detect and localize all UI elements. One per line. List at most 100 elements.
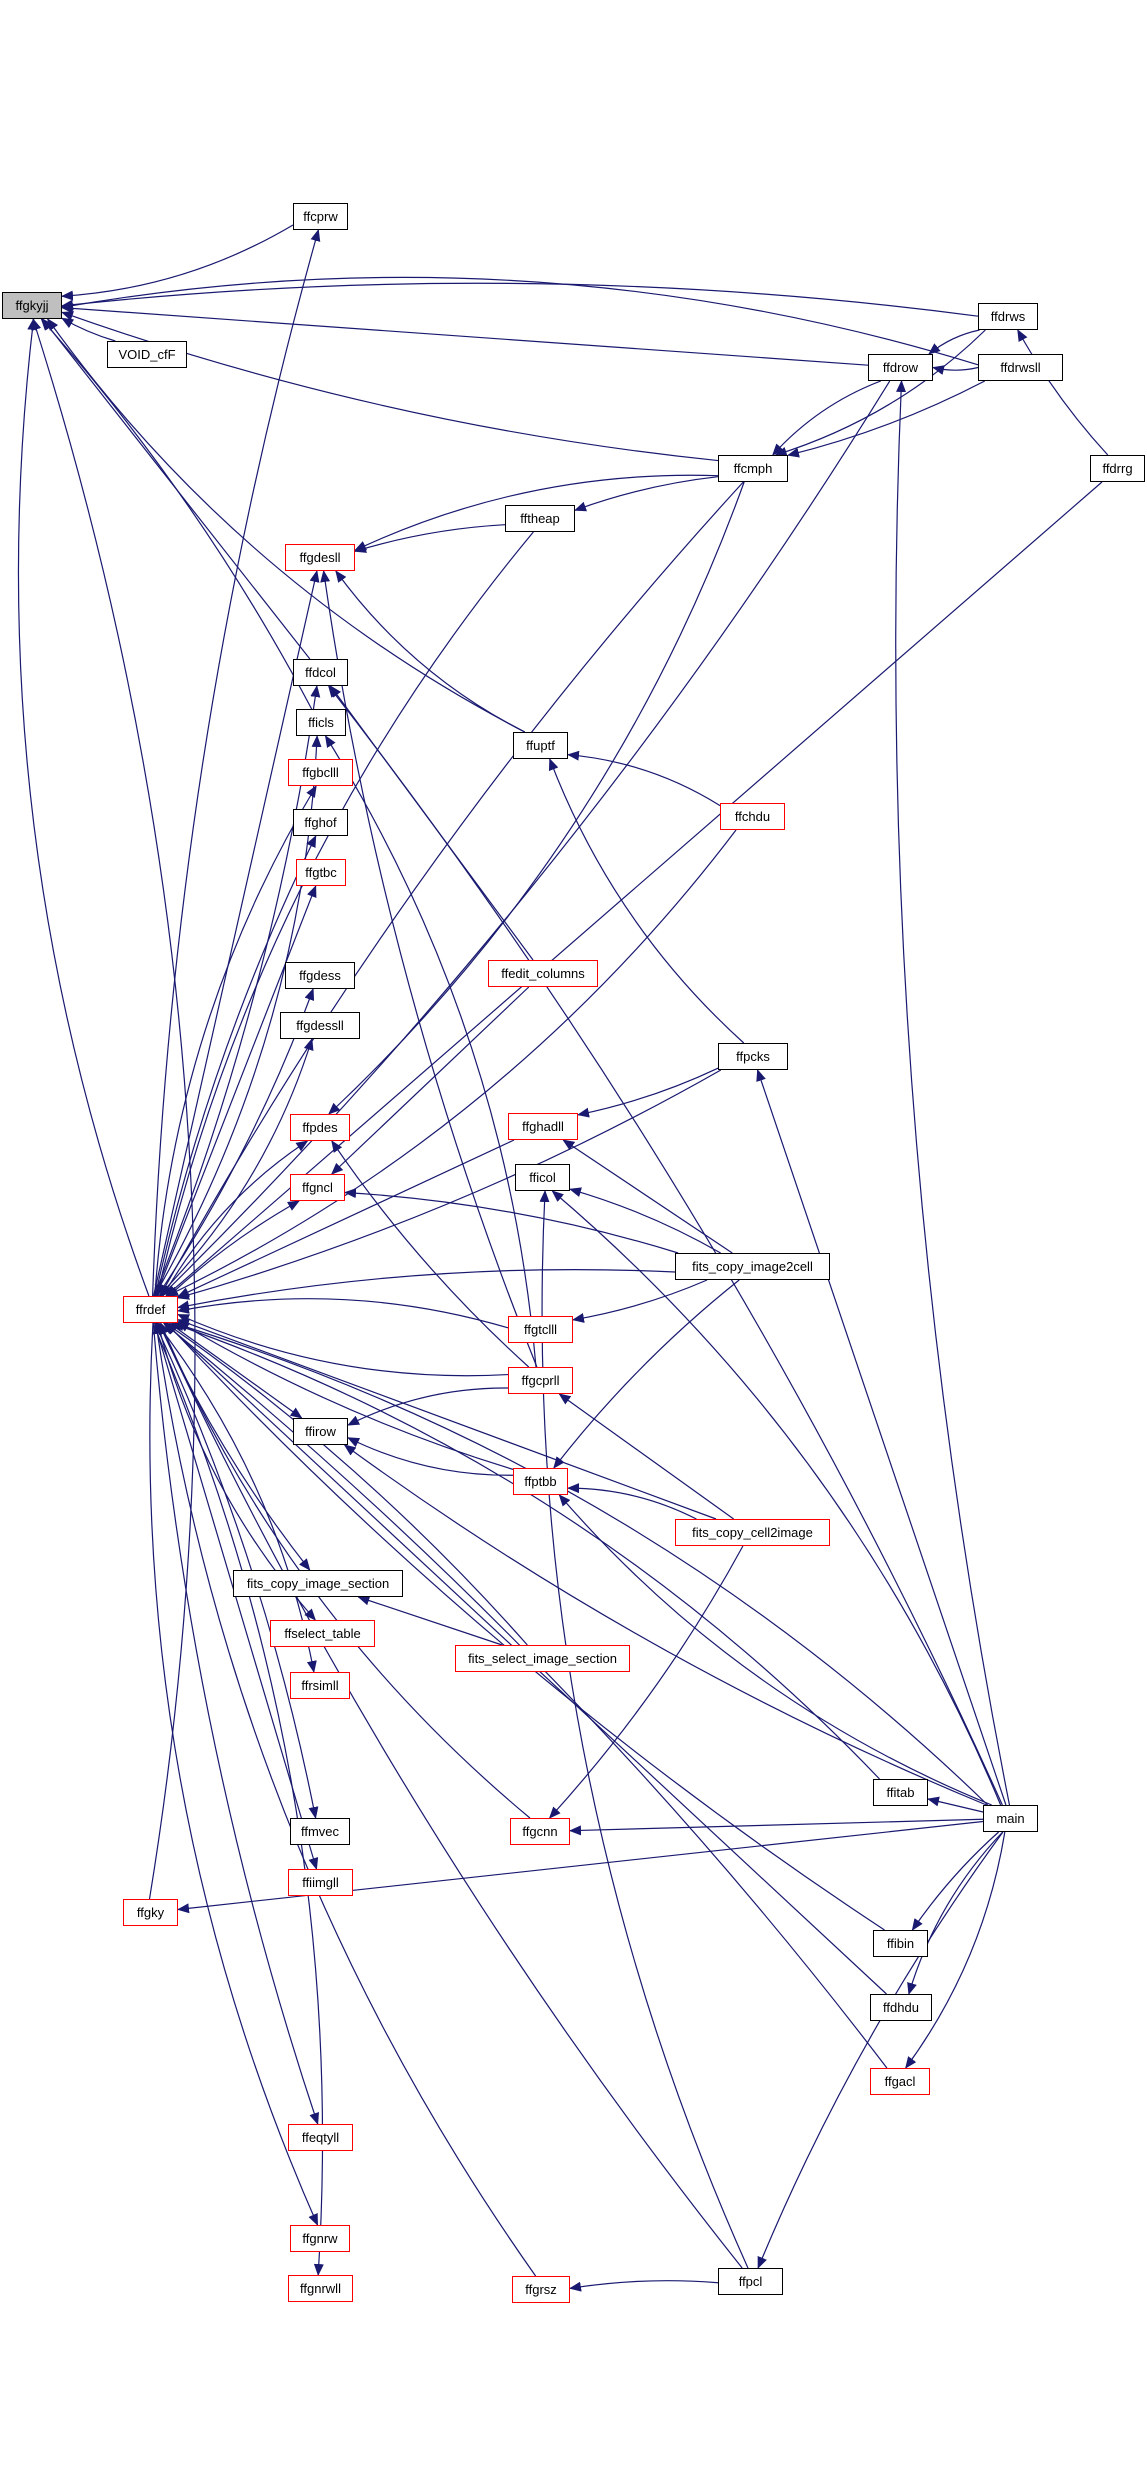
edge-ffrdef-to-ffghof <box>154 835 317 1297</box>
node-ffgacl[interactable]: ffgacl <box>870 2068 930 2095</box>
edge-ffrdef-to-ffgbclll <box>154 785 317 1297</box>
node-ffdrws[interactable]: ffdrws <box>978 303 1038 330</box>
node-fits-copy-image2cell[interactable]: fits_copy_image2cell <box>675 1253 830 1280</box>
edge-ffdrow-to-ffgkyjj <box>61 303 869 366</box>
node-ffchdu[interactable]: ffchdu <box>720 803 785 830</box>
edge-main-to-ffgcnn <box>569 1818 984 1836</box>
node-ffptbb[interactable]: ffptbb <box>513 1468 568 1495</box>
node-ffgcprll[interactable]: ffgcprll <box>508 1367 573 1394</box>
node-fficol[interactable]: fficol <box>515 1164 570 1191</box>
edge-main-to-ffdcol <box>328 685 1003 1806</box>
edge-ffdrow-to-ffcmph <box>772 380 881 456</box>
edge-ffrdef-to-ffmvec <box>154 1322 319 1819</box>
edge-ffdrwsll-to-ffdrow <box>932 365 979 375</box>
edge-fits-copy-image2cell-to-ffgtclll <box>572 1279 708 1323</box>
edge-ffgcprll-to-ffrdef <box>177 1313 509 1377</box>
node-ffgdesll[interactable]: ffgdesll <box>285 544 355 571</box>
edge-main-to-ffibin <box>911 1831 1000 1931</box>
edge-ffpcl-to-ffgrsz <box>569 2280 719 2292</box>
edge-ffgky-to-ffgkyjj <box>31 318 196 1900</box>
edge-ffgrsz-to-ffrdef <box>152 1322 537 2277</box>
node-ffpdes[interactable]: ffpdes <box>290 1114 350 1141</box>
edge-ffgcprll-to-ffpdes <box>331 1140 530 1368</box>
edge-ffcmph-to-ffgdesll <box>354 474 719 551</box>
edge-ffpcks-to-ffghadll <box>577 1067 719 1118</box>
edge-fits-copy-image2cell-to-fficol <box>569 1187 721 1254</box>
node-ffcmph[interactable]: ffcmph <box>718 455 788 482</box>
node-ffdrow[interactable]: ffdrow <box>868 354 933 381</box>
node-ffselect-table[interactable]: ffselect_table <box>270 1620 375 1647</box>
node-ffcprw[interactable]: ffcprw <box>293 203 348 230</box>
edge-ffedit-columns-to-ffgncl <box>330 986 530 1175</box>
edge-ffrdef-to-ffcprw <box>152 229 321 1297</box>
node-ffitab[interactable]: ffitab <box>873 1779 928 1806</box>
edge-ffgcprll-to-ffgdesll <box>320 570 538 1368</box>
node-ffibin[interactable]: ffibin <box>873 1930 928 1957</box>
node-ffgncl[interactable]: ffgncl <box>290 1174 345 1201</box>
node-ffdrwsll[interactable]: ffdrwsll <box>978 354 1063 381</box>
node-ffrsimll[interactable]: ffrsimll <box>290 1672 350 1699</box>
edge-main-to-ffgky <box>177 1820 984 1914</box>
node-ffgdess[interactable]: ffgdess <box>285 962 355 989</box>
edge-fits-copy-cell2image-to-ffgcnn <box>548 1545 744 1819</box>
edge-ffuptf-to-ffgdesll <box>335 570 525 733</box>
node-fits-copy-image-section[interactable]: fits_copy_image_section <box>233 1570 403 1597</box>
edge-ffdrws-to-ffgkyjj <box>61 282 979 317</box>
edge-ffrdef-to-ffgdessll <box>158 1038 314 1297</box>
node-ffgky[interactable]: ffgky <box>123 1899 178 1926</box>
edge-layer <box>17 224 1109 2292</box>
edge-ffpcl-to-fficol <box>539 1190 749 2269</box>
node-ffirow[interactable]: ffirow <box>293 1418 348 1445</box>
node-ffghof[interactable]: ffghof <box>293 809 348 836</box>
edge-main-to-ffpcks <box>756 1069 1007 1806</box>
node-fits-select-image-section[interactable]: fits_select_image_section <box>455 1645 630 1672</box>
node-ffedit-columns[interactable]: ffedit_columns <box>488 960 598 987</box>
edge-main-to-ffptbb <box>558 1494 992 1806</box>
edge-ffuptf-to-ffgkyjj <box>47 318 526 733</box>
edge-ffdrws-to-ffdrow <box>928 329 980 355</box>
edge-fits-copy-image2cell-to-ffrdef <box>177 1269 676 1311</box>
node-ffgnrw[interactable]: ffgnrw <box>290 2225 350 2252</box>
node-ffgtclll[interactable]: ffgtclll <box>508 1316 573 1343</box>
node-ffpcks[interactable]: ffpcks <box>718 1043 788 1070</box>
edge-fits-copy-image2cell-to-ffgncl <box>344 1188 679 1254</box>
node-ffgtbc[interactable]: ffgtbc <box>296 859 346 886</box>
node-ffgnrwll[interactable]: ffgnrwll <box>288 2275 353 2302</box>
node-ffeqtyll[interactable]: ffeqtyll <box>288 2124 353 2151</box>
edge-ffptbb-to-ffrdef <box>177 1321 514 1470</box>
node-ffrdef[interactable]: ffrdef <box>123 1296 178 1323</box>
edge-ffchdu-to-ffuptf <box>567 750 721 807</box>
node-ffdcol[interactable]: ffdcol <box>293 659 348 686</box>
node-void-cff[interactable]: VOID_cfF <box>107 341 187 368</box>
edge-ffrdef-to-ffpdes <box>162 1140 309 1297</box>
node-ffgcnn[interactable]: ffgcnn <box>510 1818 570 1845</box>
node-ffmvec[interactable]: ffmvec <box>290 1818 350 1845</box>
edge-main-to-ffdrow <box>895 380 1011 1806</box>
edge-ffptbb-to-ffirow <box>347 1437 514 1476</box>
edge-ffrdef-to-ffgnrw <box>149 1322 319 2226</box>
edge-ffdrwsll-to-ffgkyjj <box>61 276 979 366</box>
node-ffgrsz[interactable]: ffgrsz <box>512 2276 570 2303</box>
node-ffiimgll[interactable]: ffiimgll <box>288 1869 353 1896</box>
node-ffuptf[interactable]: ffuptf <box>513 732 568 759</box>
node-ffgdessll[interactable]: ffgdessll <box>280 1012 360 1039</box>
node-fits-copy-cell2image[interactable]: fits_copy_cell2image <box>675 1519 830 1546</box>
edge-main-to-ffpcl <box>757 1831 1004 2269</box>
edge-main-to-fficol <box>551 1190 1002 1806</box>
node-main[interactable]: main <box>983 1805 1038 1832</box>
node-fficls[interactable]: fficls <box>296 709 346 736</box>
node-ffgbclll[interactable]: ffgbclll <box>288 759 353 786</box>
node-ffdrrg[interactable]: ffdrrg <box>1090 455 1145 482</box>
node-fftheap[interactable]: fftheap <box>505 505 575 532</box>
edge-ffghadll-to-ffrdef <box>177 1139 515 1298</box>
edge-ffgacl-to-ffrdef <box>162 1322 888 2069</box>
node-ffgkyjj[interactable]: ffgkyjj <box>2 292 62 319</box>
node-ffghadll[interactable]: ffghadll <box>508 1113 578 1140</box>
edge-ffdrws-to-ffcmph <box>774 329 986 457</box>
edge-ffdrwsll-to-ffcmph <box>787 380 986 458</box>
edge-ffgcprll-to-ffirow <box>347 1387 509 1426</box>
edge-fits-select-image-section-to-fits-copy-image-section <box>357 1595 503 1646</box>
node-ffdhdu[interactable]: ffdhdu <box>870 1994 932 2021</box>
node-ffpcl[interactable]: ffpcl <box>718 2268 783 2295</box>
